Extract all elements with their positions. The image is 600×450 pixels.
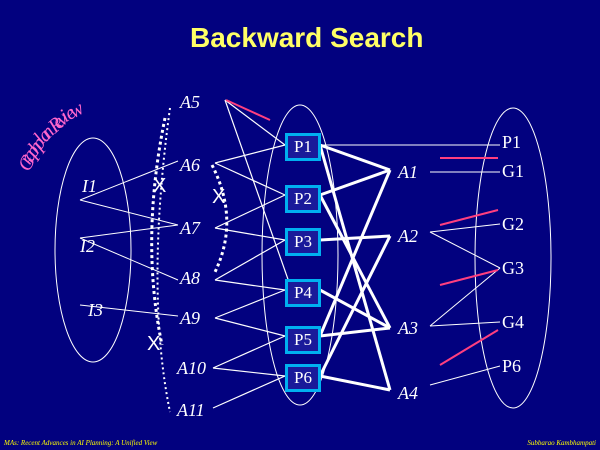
mutex-a5	[225, 99, 271, 121]
init-state-ellipse	[54, 137, 132, 363]
action-label-a10: A10	[177, 358, 206, 378]
footer-left: MAs: Recent Advances in AI Planning: A U…	[4, 439, 158, 447]
prop-level-ellipse	[261, 104, 339, 406]
edge-a10-p6	[212, 367, 286, 377]
goal-label-g2: G2	[502, 214, 524, 234]
edge-a6-p1	[214, 144, 286, 164]
goal-label-g3: G3	[502, 258, 524, 278]
action-label-a8: A8	[180, 268, 200, 288]
edge-a3-g4	[429, 321, 501, 327]
edge-p6-a4	[319, 374, 391, 392]
goal-label-g1: G1	[502, 161, 524, 181]
dotted-arc-left	[150, 117, 167, 346]
goal-label-g4: G4	[502, 312, 524, 332]
edge-p5-a3	[319, 326, 391, 338]
edge-p5-a1	[318, 169, 392, 337]
edge-p3-a2	[319, 234, 391, 242]
prop-box-p6: P6	[285, 364, 321, 392]
edge-i1-a7	[79, 199, 179, 226]
edge-a4-p6	[429, 365, 501, 386]
edge-p6-a2	[318, 235, 392, 377]
edge-i3-a9	[79, 304, 179, 317]
footer-right: Subbarao Kambhampati	[527, 439, 596, 447]
edge-i2-a7	[79, 224, 179, 239]
prop-box-p5: P5	[285, 326, 321, 354]
action-label-a2: A2	[398, 226, 418, 246]
edge-p2-a3	[318, 194, 392, 329]
edge-a9-p4	[214, 289, 286, 319]
edge-a9-p5	[214, 317, 286, 337]
init-label-2: I2	[80, 236, 95, 256]
edge-a10-p5	[212, 335, 286, 369]
mutex-a3-g3	[439, 269, 499, 286]
edge-p4-a3	[319, 288, 391, 330]
prop-box-p2: P2	[285, 185, 321, 213]
action-label-a5: A5	[180, 92, 200, 112]
edge-a3-g3	[429, 267, 501, 327]
action-label-a11: A11	[177, 400, 205, 420]
edge-a5-p1b	[224, 99, 291, 286]
edge-i1-a6	[79, 160, 179, 201]
edge-a2-g3	[429, 231, 501, 269]
edge-a8-p3	[214, 239, 286, 281]
slide-title: Backward Search	[190, 22, 424, 53]
action-label-a6: A6	[180, 155, 200, 175]
prop-box-p3: P3	[285, 228, 321, 256]
action-label-a1: A1	[398, 162, 418, 182]
edge-a11-p6	[212, 375, 286, 409]
edge-i2-a8	[79, 237, 179, 281]
action-label-a4: A4	[398, 383, 418, 403]
action-label-a3: A3	[398, 318, 418, 338]
init-label-3: I3	[88, 300, 103, 320]
edge-a2-g2	[429, 223, 501, 233]
x-mark-right: X	[212, 186, 226, 208]
edge-a6-p2	[214, 162, 286, 196]
mutex-a4-g4	[439, 329, 499, 366]
goal-level-ellipse	[474, 107, 552, 409]
edge-a5-p1	[224, 99, 286, 146]
action-label-a9: A9	[180, 308, 200, 328]
edge-p1-a4	[318, 144, 392, 391]
edge-a8-p4	[214, 279, 286, 291]
action-label-a7: A7	[180, 218, 200, 238]
edge-p1-a1	[319, 143, 391, 172]
mutex-a2-g2	[439, 209, 499, 226]
prop-box-p4: P4	[285, 279, 321, 307]
init-label-1: I1	[82, 176, 97, 196]
dotted-arc-bottom	[156, 107, 171, 413]
prop-box-p1: P1	[285, 133, 321, 161]
x-mark-a9: X	[147, 333, 161, 355]
x-mark-a6: X	[153, 175, 167, 197]
goal-label-p6: P6	[502, 356, 522, 376]
dotted-arc-right	[210, 164, 229, 273]
goal-label-p1: P1	[502, 132, 522, 152]
edge-a7-p2	[214, 194, 286, 229]
